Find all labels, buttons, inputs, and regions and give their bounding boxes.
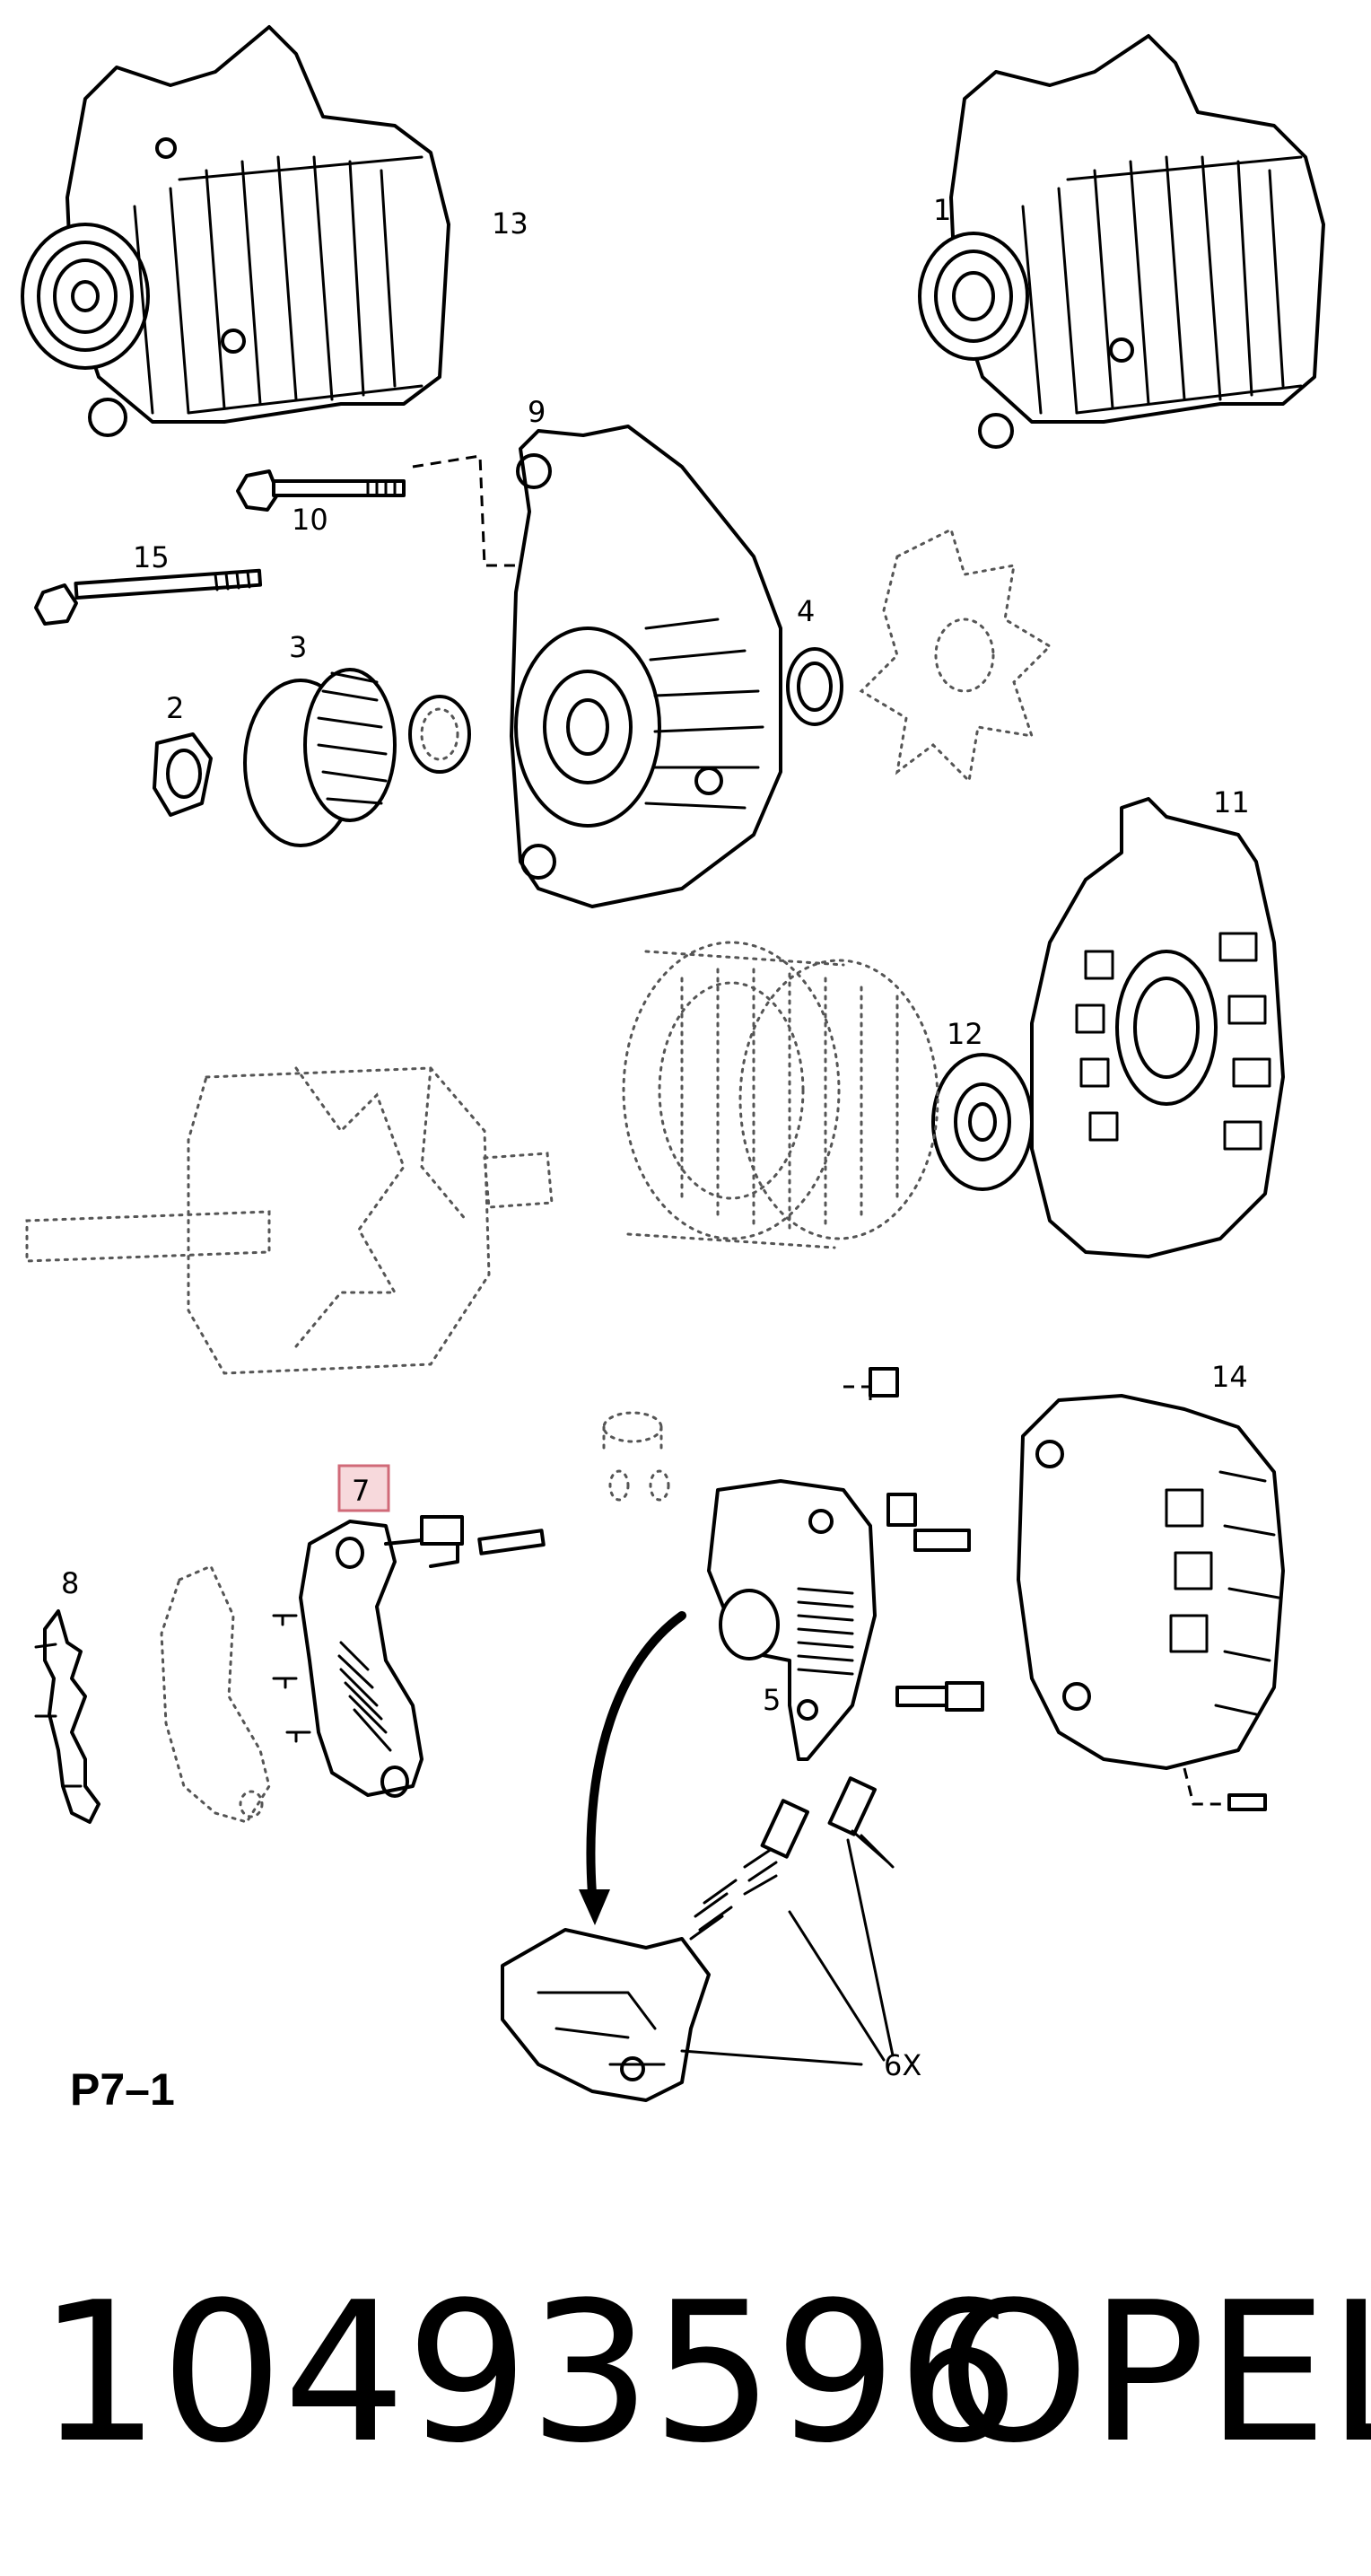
part-4-bearing[interactable] — [786, 647, 843, 726]
callout-7-highlight — [337, 1464, 390, 1512]
part-15-long-bolt[interactable] — [34, 568, 263, 626]
brand-name: OPEL — [938, 2260, 1371, 2485]
part-8-clip[interactable] — [34, 1609, 100, 1824]
part-9-drive-end-housing[interactable] — [510, 425, 782, 908]
terminal-hardware[interactable] — [602, 1411, 670, 1502]
callout-11: 11 — [1213, 785, 1250, 819]
part-11-slip-ring-end-housing[interactable] — [1030, 797, 1285, 1258]
callout-15: 15 — [133, 540, 170, 574]
part-12-bearing[interactable] — [931, 1053, 1034, 1191]
callout-1: 1 — [933, 193, 951, 227]
part-1-alternator-assembly[interactable] — [918, 34, 1325, 449]
regulator-screws[interactable] — [843, 1367, 984, 1712]
figure-label: P7–1 — [70, 2064, 175, 2115]
callout-4: 4 — [797, 594, 815, 628]
callout-2: 2 — [166, 691, 184, 725]
part-10-through-bolt[interactable] — [236, 454, 538, 567]
part-13-alternator-assembly[interactable] — [21, 25, 450, 437]
callout-8: 8 — [61, 1566, 79, 1600]
callout-6x: 6X — [884, 2048, 921, 2082]
part-14-rear-cover[interactable] — [1017, 1394, 1285, 1811]
stator[interactable] — [622, 941, 939, 1249]
callout-13: 13 — [492, 206, 528, 241]
rotor[interactable] — [25, 1066, 554, 1375]
callout-3: 3 — [289, 630, 307, 664]
part-3-pulley[interactable] — [243, 668, 471, 847]
cooling-fan[interactable] — [859, 527, 1052, 784]
callout-9: 9 — [528, 395, 546, 429]
part-2-nut[interactable] — [153, 732, 213, 817]
brush-holder-detail[interactable] — [501, 1776, 895, 2102]
callout-12: 12 — [947, 1017, 983, 1051]
callout-5: 5 — [763, 1683, 781, 1717]
part-5-voltage-regulator[interactable] — [579, 1479, 877, 1925]
gasket[interactable] — [160, 1564, 271, 1824]
part-number: 10493596 — [38, 2260, 1019, 2485]
part-7-rectifier[interactable] — [272, 1515, 546, 1798]
callout-10: 10 — [292, 503, 328, 537]
callout-7: 7 — [352, 1474, 370, 1508]
callout-14: 14 — [1211, 1360, 1248, 1394]
